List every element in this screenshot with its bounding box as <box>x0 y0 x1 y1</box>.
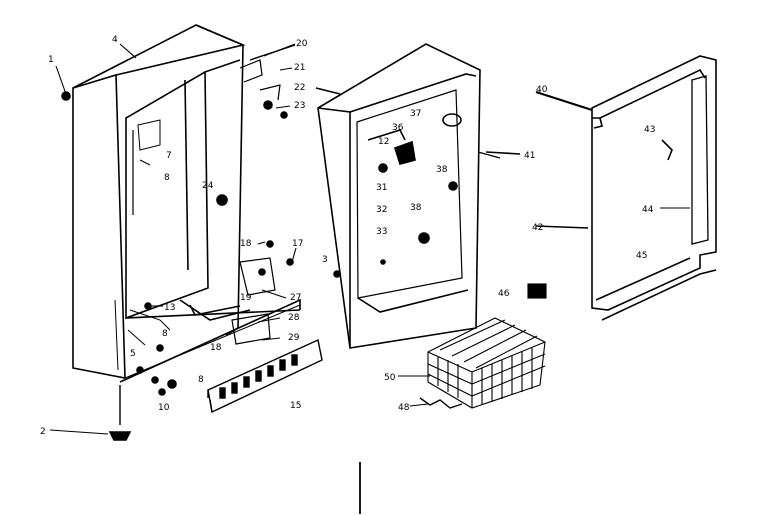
callout-13: 13 <box>164 303 175 313</box>
callout-42: 42 <box>532 223 543 233</box>
callout-38: 38 <box>436 165 448 175</box>
callout-44: 44 <box>642 205 654 215</box>
callout-36: 36 <box>392 123 404 133</box>
callout-37: 37 <box>410 109 421 119</box>
callout-31: 31 <box>376 183 387 193</box>
door-panel <box>591 55 717 321</box>
callout-18: 18 <box>240 239 252 249</box>
callout-45: 45 <box>636 251 647 261</box>
callout-15: 15 <box>290 401 301 411</box>
callout-50: 50 <box>384 373 396 383</box>
callout-20: 20 <box>296 39 308 49</box>
callout-12: 12 <box>378 137 389 147</box>
callout-21: 21 <box>294 63 305 73</box>
callout-23: 23 <box>294 101 305 111</box>
callout-4: 4 <box>112 35 118 45</box>
callout-3: 3 <box>322 255 328 265</box>
callout-19: 19 <box>240 293 252 303</box>
callout-38b: 38 <box>410 203 422 213</box>
base-grille <box>207 338 323 414</box>
callout-33: 33 <box>376 227 387 237</box>
inner-liner <box>317 43 501 349</box>
cabinet-shell <box>61 24 301 441</box>
callout-18b: 18 <box>210 343 222 353</box>
callout-24: 24 <box>202 181 214 191</box>
callout-5: 5 <box>130 349 136 359</box>
callout-22: 22 <box>294 83 305 93</box>
callout-29: 29 <box>288 333 300 343</box>
callout-46: 46 <box>498 289 510 299</box>
callout-48: 48 <box>398 403 410 413</box>
callout-8b: 8 <box>162 329 168 339</box>
callout-8: 8 <box>164 173 170 183</box>
callout-43: 43 <box>644 125 655 135</box>
callout-1: 1 <box>48 55 54 65</box>
callout-17: 17 <box>292 239 303 249</box>
callout-labels: 1 2 3 4 5 7 8 8 8 10 12 13 15 17 18 18 1… <box>40 35 655 437</box>
callout-41: 41 <box>524 151 535 161</box>
callout-7: 7 <box>166 151 172 161</box>
callout-10: 10 <box>158 403 170 413</box>
wire-basket <box>419 283 547 409</box>
callout-28: 28 <box>288 313 300 323</box>
callout-27: 27 <box>290 293 301 303</box>
callout-2: 2 <box>40 427 46 437</box>
callout-8c: 8 <box>198 375 204 385</box>
callout-32: 32 <box>376 205 387 215</box>
leader-lines <box>49 43 690 435</box>
callout-40: 40 <box>536 85 548 95</box>
